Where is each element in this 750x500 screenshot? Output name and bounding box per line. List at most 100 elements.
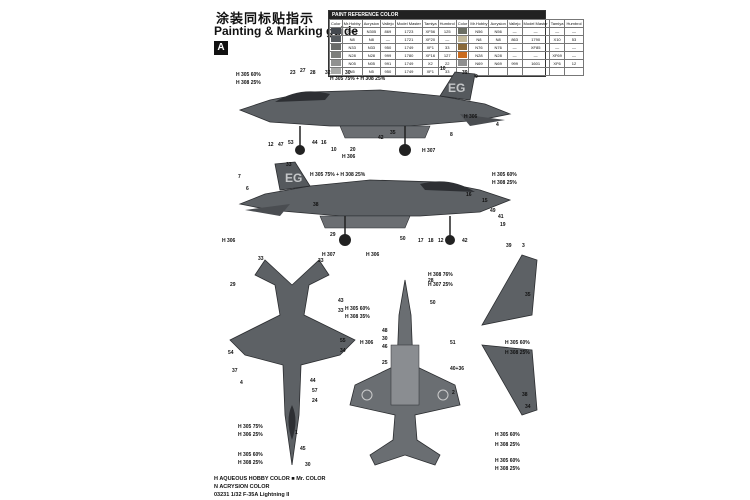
color-swatch	[329, 43, 343, 52]
col-header: Color	[455, 19, 470, 28]
callout-label: 30	[345, 70, 351, 76]
main-wheel	[339, 234, 351, 246]
col-header: Model Master	[521, 19, 550, 28]
paint-code-cell: 33	[437, 67, 457, 76]
paint-code-cell: N56	[488, 27, 508, 36]
nose-wheel	[295, 145, 305, 155]
paint-code-cell: N76	[488, 43, 508, 52]
main-wheel	[399, 144, 411, 156]
color-swatch	[329, 35, 343, 44]
color-code-tag: H 307	[422, 148, 436, 154]
color-code-tag: H 306	[222, 238, 236, 244]
horizontal-stabilizer	[460, 114, 505, 126]
callout-label: 50	[430, 300, 436, 306]
roundel	[437, 389, 449, 401]
paint-code-cell: 33	[437, 43, 457, 52]
paint-code-cell: 1601	[521, 59, 550, 68]
callout-label: 49	[490, 208, 496, 214]
paint-code-cell: 1749	[394, 59, 423, 68]
color-code-tag: H 306 25%	[238, 432, 263, 438]
callout-label: 43	[338, 298, 344, 304]
swatch-fill	[457, 36, 468, 42]
color-swatch	[455, 59, 470, 68]
callout-label: 32	[325, 70, 331, 76]
color-swatch	[455, 35, 470, 44]
paint-code-cell: 991	[380, 59, 396, 68]
col-header: Humbrol	[564, 19, 584, 28]
paint-code-cell: 1721	[394, 35, 423, 44]
paint-code-cell: X10	[548, 35, 566, 44]
callout-label: 57	[312, 388, 318, 394]
aircraft-underside-view	[349, 279, 461, 466]
color-swatch	[329, 59, 343, 68]
callout-label: 30	[382, 336, 388, 342]
color-code-tag: H 305 75%	[238, 424, 263, 430]
color-swatch	[455, 51, 470, 60]
callout-label: 34	[525, 404, 531, 410]
callout-label: 50	[400, 236, 406, 242]
callout-label: 41	[498, 214, 504, 220]
paint-code-cell: XF85	[521, 43, 550, 52]
tail-code: EG	[285, 171, 302, 185]
col-header: Mr.Hobby	[341, 19, 363, 28]
weapons-bay-door	[339, 125, 431, 139]
aircraft-top-view	[229, 259, 356, 466]
paint-code-cell: —	[548, 43, 566, 52]
nose-wheel	[445, 235, 455, 245]
paint-code-cell: 999	[380, 51, 396, 60]
callout-label: 38	[313, 202, 319, 208]
swatch-fill	[457, 60, 468, 66]
aircraft-side-view-left: EG	[238, 71, 512, 156]
paint-code-cell: 53	[564, 35, 584, 44]
legend-text: ACRYSION COLOR	[219, 484, 270, 490]
paint-code-cell: N305	[341, 27, 363, 36]
col-header: Acrysion	[361, 19, 382, 28]
color-code-tag: H 305 60%	[238, 452, 263, 458]
title-english: Painting & Marking guide	[214, 24, 359, 38]
callout-label: 39	[462, 70, 468, 76]
callout-label: 10	[331, 147, 337, 153]
product-footer: 03231 1/32 F-35A Lightning II	[214, 492, 290, 498]
top-fuselage	[229, 259, 356, 466]
paint-code-cell: 869	[380, 27, 396, 36]
callout-label: 55	[340, 338, 346, 344]
callout-label: 17	[418, 238, 424, 244]
paint-reference-grid: Color Mr.Hobby Acrysion Vallejo Model Ma…	[329, 19, 584, 76]
paint-code-cell: N69	[468, 59, 490, 68]
paint-code-cell: —	[506, 51, 523, 60]
legend-prefix: N	[214, 484, 218, 490]
callout-label: 42	[378, 135, 384, 141]
legend-text: AQUEOUS HOBBY COLOR	[219, 476, 290, 482]
callout-label: 28	[310, 70, 316, 76]
callout-label: 35	[390, 130, 396, 136]
swatch-fill	[331, 52, 341, 58]
col-header: Acrysion	[488, 19, 508, 28]
legend-row-hobby: H AQUEOUS HOBBY COLOR ■ Mr. COLOR	[214, 476, 326, 482]
paint-code-cell	[521, 67, 550, 76]
paint-code-cell: —	[521, 27, 550, 36]
callout-label: 19	[500, 222, 506, 228]
color-swatch	[329, 27, 343, 36]
color-code-tag: H 308 25%	[495, 466, 520, 472]
paint-code-cell: 1723	[394, 27, 423, 36]
col-header: Humbrol	[437, 19, 457, 28]
paint-reference-header-row: Color Mr.Hobby Acrysion Vallejo Model Ma…	[329, 19, 584, 28]
callout-label: 28	[428, 278, 434, 284]
paint-code-cell: N8	[488, 35, 508, 44]
col-header: Vallejo	[380, 19, 396, 28]
swatch-fill	[331, 44, 341, 50]
swatch-fill	[457, 44, 468, 50]
callout-label: 16	[466, 192, 472, 198]
callout-label: 3	[522, 243, 525, 249]
callout-label: 33	[286, 162, 292, 168]
paint-code-cell: —	[380, 35, 396, 44]
callout-label: 4	[240, 380, 243, 386]
callout-label: 23	[290, 70, 296, 76]
callout-label: 38	[522, 392, 528, 398]
paint-code-cell: —	[564, 51, 584, 60]
callout-label: 15	[482, 198, 488, 204]
